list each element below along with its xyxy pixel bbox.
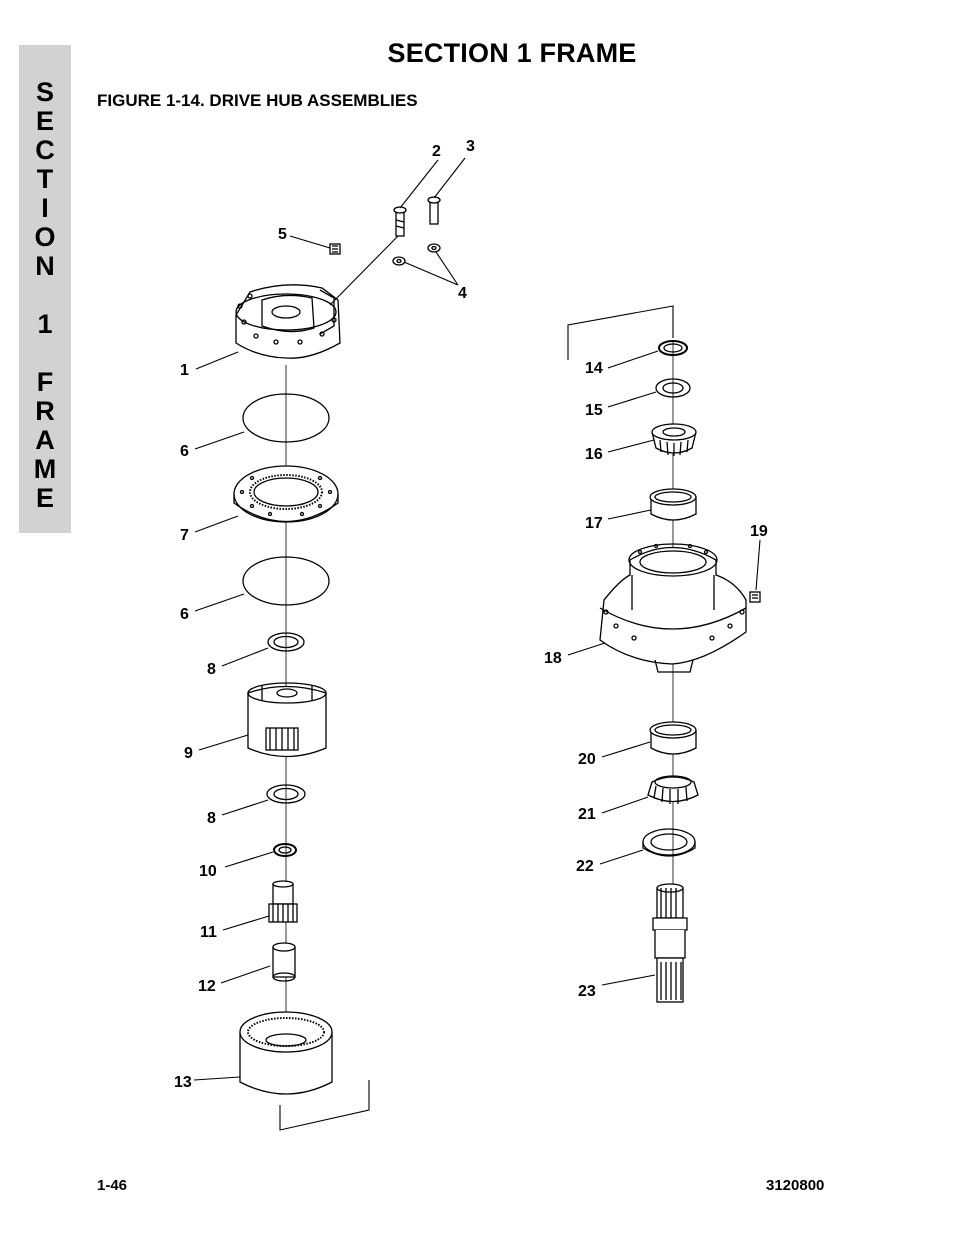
callout-6-upper: 6 <box>180 443 189 460</box>
callout-23: 23 <box>578 983 596 1000</box>
callout-12: 12 <box>198 978 216 995</box>
tab-letter: E <box>35 106 54 136</box>
callout-numbers: 1 2 3 4 5 6 7 6 8 9 8 10 11 12 13 14 15 … <box>174 138 768 1091</box>
callout-20: 20 <box>578 751 596 768</box>
tab-letter: M <box>33 454 57 484</box>
part-lower-seal <box>642 828 696 857</box>
part-bearing-cone-upper <box>651 423 697 456</box>
tab-letter: S <box>35 77 54 107</box>
part-retaining-ring <box>273 843 297 857</box>
section-side-tab: S E C T I O N 1 F R A M E <box>19 45 71 533</box>
tab-letter: E <box>35 483 54 513</box>
tab-letter: C <box>35 135 55 165</box>
callout-22: 22 <box>576 858 594 875</box>
callout-19: 19 <box>750 523 768 540</box>
callout-9: 9 <box>184 745 193 762</box>
bracket-left <box>279 1080 370 1131</box>
callout-11: 11 <box>200 924 217 941</box>
tab-letter: T <box>36 164 54 194</box>
callout-8-lower: 8 <box>207 810 216 827</box>
part-cover <box>235 284 341 359</box>
part-sun-gear <box>268 880 298 923</box>
part-bearing-cup-upper <box>649 488 697 521</box>
part-input-ring <box>239 1011 333 1095</box>
callout-1: 1 <box>180 362 189 379</box>
callout-5: 5 <box>278 226 287 243</box>
figure-title: FIGURE 1-14. DRIVE HUB ASSEMBLIES <box>97 91 418 110</box>
callout-14: 14 <box>585 360 603 377</box>
tab-letter: N <box>35 251 55 281</box>
callout-6-lower: 6 <box>180 606 189 623</box>
callout-3: 3 <box>466 138 475 155</box>
part-hub <box>599 543 747 673</box>
callout-15: 15 <box>585 402 603 419</box>
part-spindle-shaft <box>652 883 688 1003</box>
part-gasket-upper <box>242 393 330 443</box>
document-number: 3120800 <box>766 1177 825 1194</box>
part-spacer <box>655 378 691 398</box>
callout-18: 18 <box>544 650 562 667</box>
tab-letter: I <box>41 193 49 223</box>
part-hub-plug <box>749 591 761 603</box>
part-gasket-lower <box>242 556 330 606</box>
callout-4: 4 <box>458 285 467 302</box>
part-ring-gear <box>233 465 339 523</box>
callout-2: 2 <box>432 143 441 160</box>
part-thrust-washer-upper <box>267 632 305 652</box>
side-tab-letters: S E C T I O N 1 F R A M E <box>19 78 71 513</box>
tab-letter: R <box>35 396 55 426</box>
callout-10: 10 <box>199 863 217 880</box>
tab-letter: F <box>36 367 54 397</box>
callout-17: 17 <box>585 515 603 532</box>
part-thrust-washer-lower <box>266 784 306 804</box>
part-bolts <box>329 196 441 266</box>
part-planet-carrier <box>247 682 327 758</box>
bracket-right <box>567 305 674 360</box>
part-coupling <box>272 942 296 982</box>
tab-letter: A <box>35 425 55 455</box>
callout-16: 16 <box>585 446 603 463</box>
section-title: SECTION 1 FRAME <box>387 38 637 68</box>
tab-letter: O <box>34 222 56 252</box>
tab-letter: 1 <box>37 309 53 339</box>
leader-lines <box>193 157 761 1081</box>
part-seal <box>658 340 688 356</box>
callout-13: 13 <box>174 1074 192 1091</box>
page-number: 1-46 <box>97 1177 128 1194</box>
callout-21: 21 <box>578 806 596 823</box>
part-bearing-cup-lower <box>649 721 697 755</box>
callout-7: 7 <box>180 527 189 544</box>
part-bearing-cone-lower <box>647 775 699 804</box>
callout-8-upper: 8 <box>207 661 216 678</box>
